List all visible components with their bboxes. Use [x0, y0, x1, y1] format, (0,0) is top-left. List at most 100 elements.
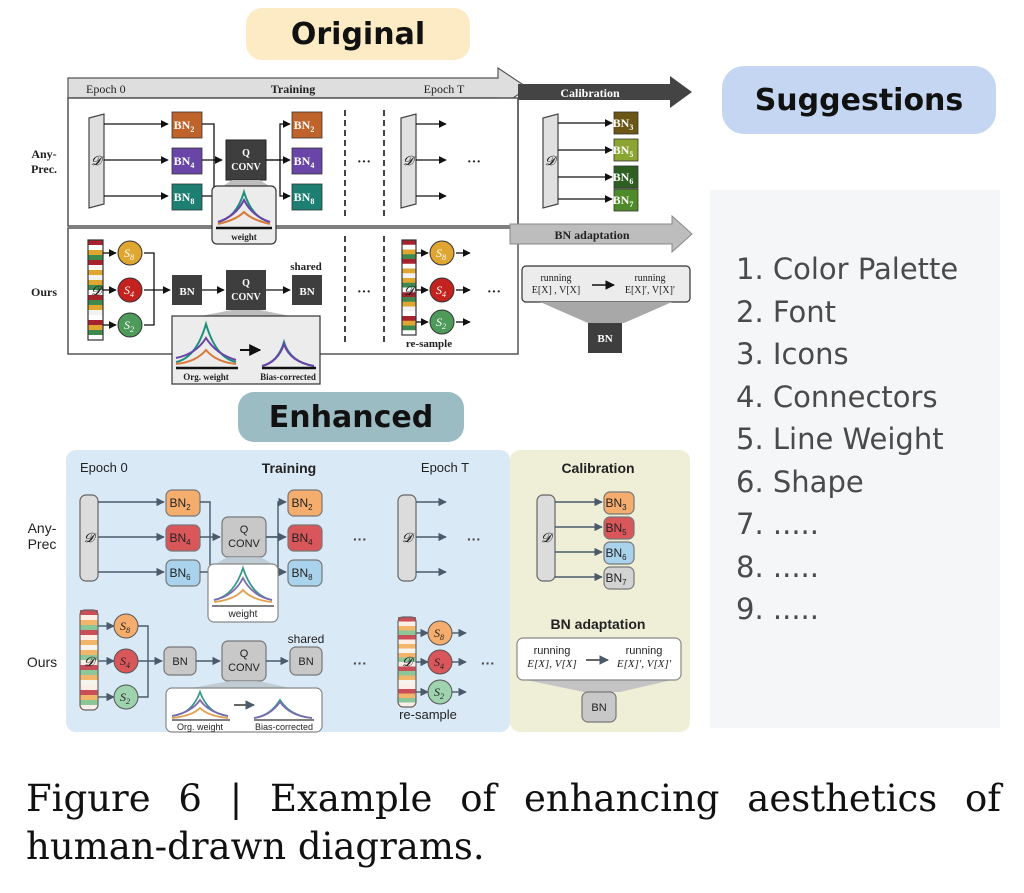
dataset-label: 𝓓 [91, 283, 104, 298]
suggestion-item: 2. Font [736, 294, 837, 329]
qconv-block [221, 516, 267, 558]
bn-adaptation-label: BN adaptation [554, 228, 629, 242]
s-node-label: S4 [436, 283, 446, 299]
s-node [117, 277, 143, 303]
bn-box [603, 541, 635, 565]
bias-corrected-label: Bias-corrected [255, 722, 313, 732]
s-node-label: S4 [120, 654, 130, 670]
s-node-label: S2 [436, 315, 446, 331]
calibration-label: Calibration [560, 86, 620, 100]
suggestion-item: 7. ..... [736, 507, 819, 541]
qconv-block [221, 640, 267, 682]
epoch-end-label: Epoch T [424, 82, 465, 96]
suggestion-item: 9. ..... [736, 592, 819, 626]
suggestions-list: 1. Color Palette 2. Font 3. Icons 4. Con… [736, 248, 958, 631]
bn-box-label: BN8 [294, 190, 315, 206]
epoch-start-label: Epoch 0 [80, 460, 128, 475]
bn-box-label: BN4 [294, 154, 315, 170]
original-label: Original [246, 8, 470, 60]
bn-label: BN [597, 333, 612, 345]
ellipsis: ··· [353, 655, 367, 671]
bn-box-label: BN2 [174, 118, 195, 134]
bn-box-label: BN4 [291, 531, 313, 547]
bn-box-label: BN6 [169, 566, 191, 582]
bn-box [603, 516, 635, 540]
s-node-label: S8 [120, 619, 130, 635]
bn-box [165, 559, 201, 587]
ellipsis: ··· [487, 285, 501, 300]
dataset-block [79, 494, 99, 582]
bn-box-label: BN2 [169, 496, 191, 512]
qconv-block [225, 139, 267, 181]
bn-box-label: BN4 [169, 531, 191, 547]
bn-box-label: BN3 [613, 116, 634, 132]
row-label-anyprec: Any-Prec. [31, 147, 57, 176]
dataset-label: 𝓓 [402, 654, 415, 669]
dataset-label: 𝓓 [91, 153, 104, 168]
suggestions-label: Suggestions [722, 66, 996, 134]
s-node-label: S8 [436, 246, 446, 262]
resample-label: re-sample [406, 338, 452, 350]
ellipsis: ··· [357, 155, 371, 170]
suggestion-item: 5. Line Weight [736, 422, 944, 456]
ellipsis: ··· [481, 655, 495, 671]
qconv-label-conv: CONV [231, 292, 261, 303]
row-label-ours: Ours [27, 654, 57, 670]
training-label: Training [271, 82, 315, 96]
bn-box [287, 559, 323, 587]
epoch-end-label: Epoch T [421, 460, 469, 475]
epoch-start-label: Epoch 0 [86, 82, 126, 96]
bn-adaptation-arrow-banner [509, 214, 693, 254]
weight-popup [211, 185, 277, 245]
bn-box [613, 138, 639, 162]
s-node [117, 240, 143, 266]
weight-popup [207, 563, 279, 623]
s-node-label: S2 [120, 690, 130, 706]
bn-label: BN [299, 286, 314, 298]
ellipsis: ··· [467, 155, 481, 170]
bn-box [603, 566, 635, 590]
bn-box [287, 489, 323, 517]
bn-box [165, 489, 201, 517]
bn-box [171, 111, 203, 139]
bn-block [581, 691, 617, 723]
bn-box [603, 491, 635, 515]
shared-bn-block [292, 275, 322, 305]
suggestion-item: 3. Icons [736, 337, 849, 371]
bn-box-label: BN5 [605, 521, 627, 537]
org-weight-label: Org. weight [183, 372, 229, 382]
dataset-label: 𝓓 [402, 530, 415, 545]
bn-label: BN [179, 286, 194, 298]
qconv-label-q: Q [242, 148, 250, 159]
qconv-label-conv: CONV [228, 538, 260, 550]
qconv-label-q: Q [240, 648, 249, 660]
calibration-arrow-banner [518, 76, 692, 108]
s-node [117, 312, 143, 338]
s-node-label: S8 [124, 246, 134, 262]
running-stats-box [516, 637, 682, 681]
bn-label: BN [591, 702, 606, 714]
dataset-block [536, 494, 556, 582]
bn-box-label: BN7 [613, 193, 634, 209]
bn-box-label: BN2 [294, 118, 315, 134]
suggestion-item: 4. Connectors [736, 379, 938, 414]
dataset-block [542, 113, 559, 209]
bn-box [287, 524, 323, 552]
ellipsis: ··· [467, 531, 481, 547]
training-label: Training [262, 460, 316, 476]
dataset-label: 𝓓 [541, 530, 554, 545]
bn-box-label: BN6 [613, 170, 634, 186]
suggestion-item: 6. Shape [736, 464, 864, 499]
dataset-block [400, 113, 417, 209]
s-node [429, 277, 455, 303]
